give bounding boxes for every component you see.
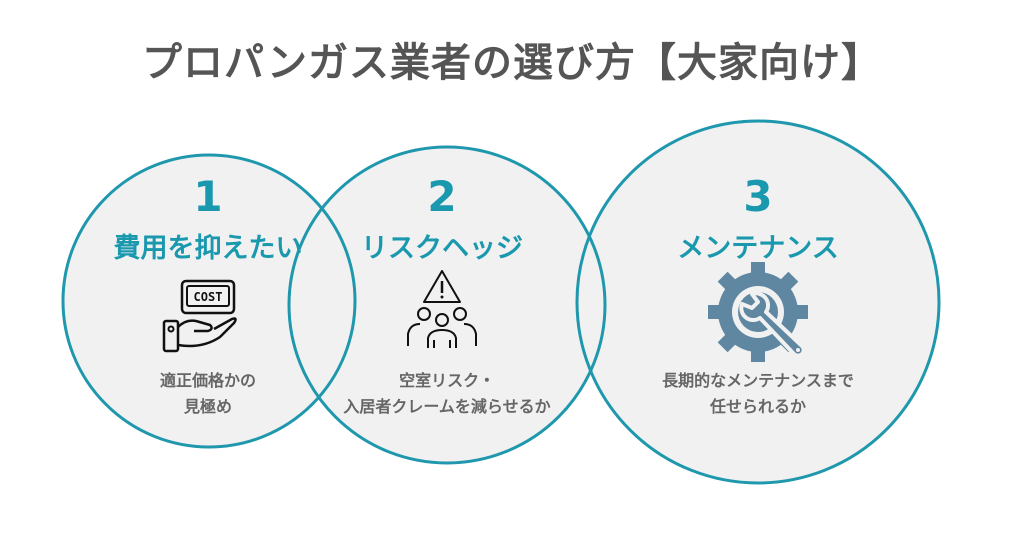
- item-1-number: 1: [193, 172, 223, 221]
- desc-line: 見極め: [183, 397, 232, 416]
- item-2-description: 空室リスク・ 入居者クレームを減らせるか: [327, 368, 567, 420]
- desc-line: 任せられるか: [709, 397, 806, 416]
- warning-people-icon: [407, 270, 477, 348]
- item-1-heading: 費用を抑えたい: [113, 233, 303, 264]
- desc-line: 長期的なメンテナンスまで: [662, 371, 854, 390]
- item-2-heading: リスクヘッジ: [361, 233, 523, 264]
- circle-2-border: [287, 145, 607, 465]
- desc-line: 空室リスク・: [399, 371, 495, 390]
- item-2-number: 2: [427, 172, 457, 221]
- item-1-description: 適正価格かの 見極め: [108, 368, 308, 420]
- desc-line: 入居者クレームを減らせるか: [343, 397, 551, 416]
- cost-hand-icon: COST: [162, 279, 237, 353]
- item-3-number: 3: [743, 172, 773, 221]
- cost-label: COST: [194, 290, 223, 304]
- item-3-heading: メンテナンス: [677, 233, 839, 264]
- circle-1-border: [61, 153, 357, 449]
- circle-3-border: [575, 119, 941, 485]
- page-title: プロパンガス業者の選び方【大家向け】: [142, 40, 882, 86]
- desc-line: 適正価格かの: [159, 371, 256, 390]
- item-3-description: 長期的なメンテナンスまで 任せられるか: [628, 368, 888, 420]
- circle-2-fill: [289, 147, 605, 463]
- gear-wrench-icon: [708, 262, 808, 362]
- circle-1-fill: [63, 155, 355, 447]
